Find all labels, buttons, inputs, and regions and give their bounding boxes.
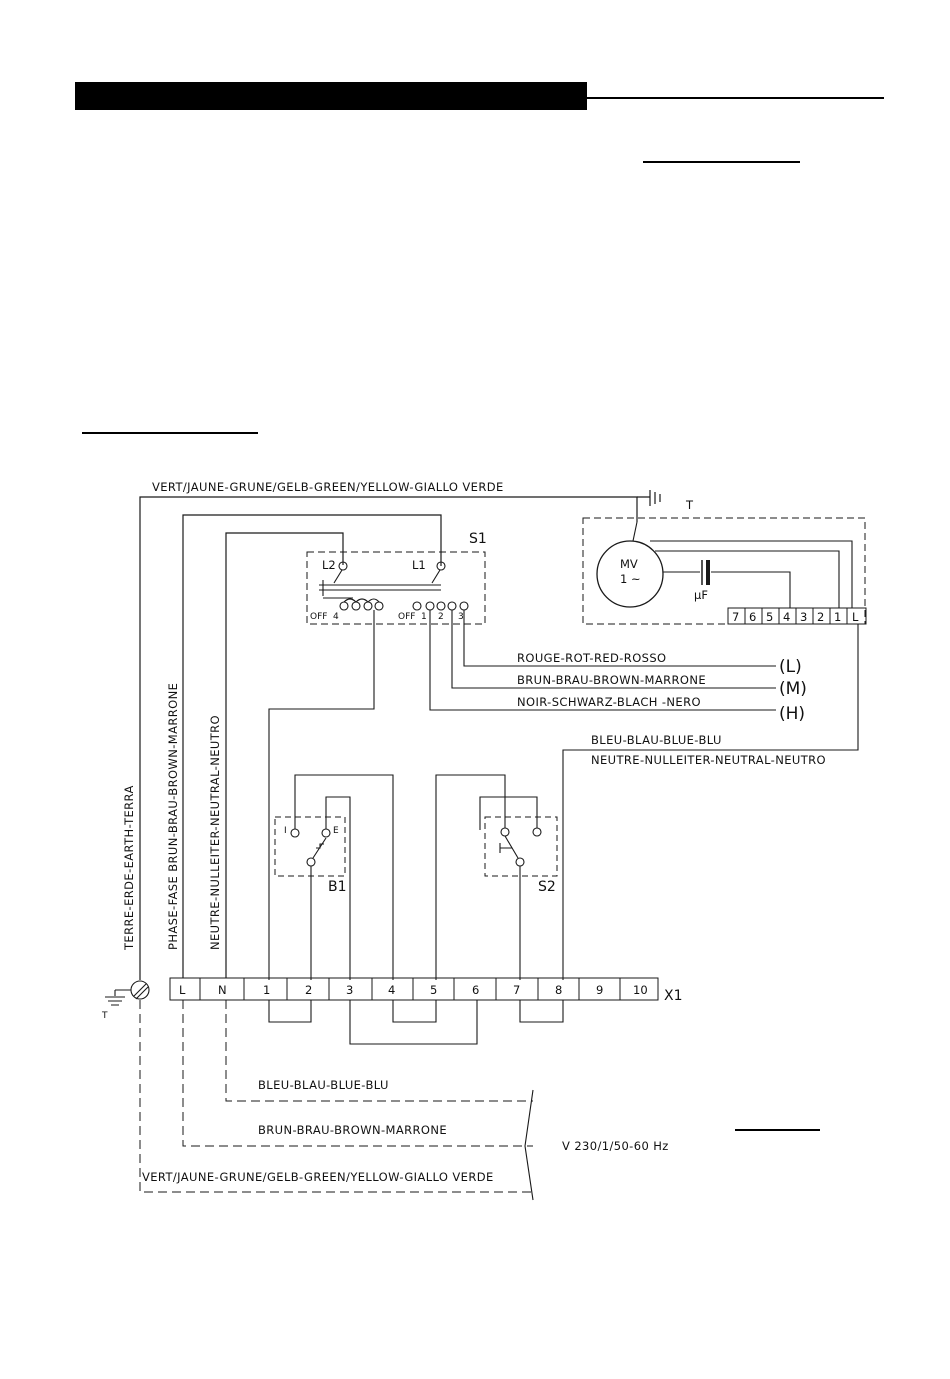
label-phase-vertical: PHASE-FASE BRUN-BRAU-BROWN-MARRONE — [166, 683, 180, 950]
switch-s1 — [306, 551, 486, 625]
label-motor: MV — [620, 557, 638, 571]
neutral-wire — [225, 532, 344, 978]
motor-terminal-label: 2 — [817, 610, 824, 624]
label-neutral-vertical: NEUTRE-NULLEITER-NEUTRAL-NEUTRO — [208, 715, 222, 950]
strip-terminal-label: 5 — [430, 983, 437, 997]
label-motor-phase: 1 ~ — [620, 572, 641, 586]
label-earth-top: VERT/JAUNE-GRUNE/GELB-GREEN/YELLOW-GIALL… — [152, 480, 504, 494]
ground-symbol-top — [636, 490, 661, 522]
earth-wire — [139, 496, 638, 980]
supply-bracket — [524, 1089, 534, 1201]
label-supply-brown: BRUN-BRAU-BROWN-MARRONE — [258, 1123, 447, 1137]
strip-terminal-label: 2 — [305, 983, 312, 997]
label-ground-t-top: T — [685, 498, 694, 512]
label-red-wire: ROUGE-ROT-RED-ROSSO — [517, 651, 667, 665]
label-capacitor: μF — [694, 588, 708, 602]
label-b1-e: E — [333, 826, 339, 836]
label-supply-blue: BLEU-BLAU-BLUE-BLU — [258, 1078, 389, 1092]
strip-terminal-label: 3 — [346, 983, 353, 997]
label-speed-medium: (M) — [779, 679, 807, 699]
strip-terminal-label: 8 — [555, 983, 562, 997]
label-s1: S1 — [469, 531, 487, 547]
label-pos-3: 3 — [458, 612, 464, 622]
label-pos-4: 4 — [333, 612, 339, 622]
supply-wires — [139, 1000, 533, 1193]
label-blue-wire: BLEU-BLAU-BLUE-BLU — [591, 733, 722, 747]
label-pos-2: 2 — [438, 612, 444, 622]
label-earth-vertical: TERRE-ERDE-EARTH-TERRA — [122, 785, 136, 951]
label-black-wire: NOIR-SCHWARZ-BLACH -NERO — [517, 695, 701, 709]
earth-terminal — [105, 980, 150, 1006]
strip-terminal-label: 1 — [263, 983, 270, 997]
strip-terminal-label: 6 — [472, 983, 479, 997]
strip-terminal-label: 9 — [596, 983, 603, 997]
motor-terminal-label: 6 — [749, 610, 756, 624]
terminal-strip-x1 — [169, 977, 659, 1001]
switch-s2 — [435, 774, 558, 980]
motor-terminal-label: 1 — [834, 610, 841, 624]
label-brown-wire: BRUN-BRAU-BROWN-MARRONE — [517, 673, 706, 687]
strip-terminal-label: N — [218, 983, 227, 997]
label-s2: S2 — [538, 879, 556, 895]
label-x1: X1 — [664, 988, 683, 1004]
motor-terminal-label: 3 — [800, 610, 807, 624]
label-b1: B1 — [328, 879, 347, 895]
label-l2: L2 — [322, 558, 336, 572]
label-speed-low: (L) — [779, 657, 802, 677]
motor-assembly — [582, 517, 867, 625]
motor-terminal-label: 4 — [783, 610, 790, 624]
heading-underline-right — [643, 161, 800, 163]
label-off-right: OFF — [398, 612, 415, 622]
label-l1: L1 — [412, 558, 426, 572]
strip-terminal-label: L — [179, 983, 186, 997]
speed-wires — [268, 610, 859, 980]
label-b1-i: I — [284, 826, 287, 836]
motor-terminal-label: L — [852, 610, 859, 624]
motor-terminal-label: 7 — [732, 610, 739, 624]
header-line — [587, 97, 884, 99]
strip-terminal-label: 7 — [513, 983, 520, 997]
label-off-left: OFF — [310, 612, 327, 622]
label-supply-earth: VERT/JAUNE-GRUNE/GELB-GREEN/YELLOW-GIALL… — [142, 1170, 494, 1184]
heading-underline-supply — [735, 1129, 820, 1131]
phase-wire — [182, 514, 442, 978]
label-neutral-right: NEUTRE-NULLEITER-NEUTRAL-NEUTRO — [591, 753, 826, 767]
label-supply-voltage: V 230/1/50-60 Hz — [562, 1139, 669, 1153]
label-pos-1: 1 — [421, 612, 427, 622]
thermostat-b1 — [274, 774, 394, 980]
motor-icon — [596, 540, 664, 608]
strip-terminal-label: 10 — [633, 983, 648, 997]
header-bar — [75, 82, 587, 110]
terminal-bridges — [268, 1000, 564, 1045]
label-speed-high: (H) — [779, 704, 805, 724]
heading-underline-left — [82, 432, 258, 434]
label-ground-t-left: T — [101, 1011, 108, 1021]
strip-terminal-label: 4 — [388, 983, 395, 997]
motor-terminal-label: 5 — [766, 610, 773, 624]
